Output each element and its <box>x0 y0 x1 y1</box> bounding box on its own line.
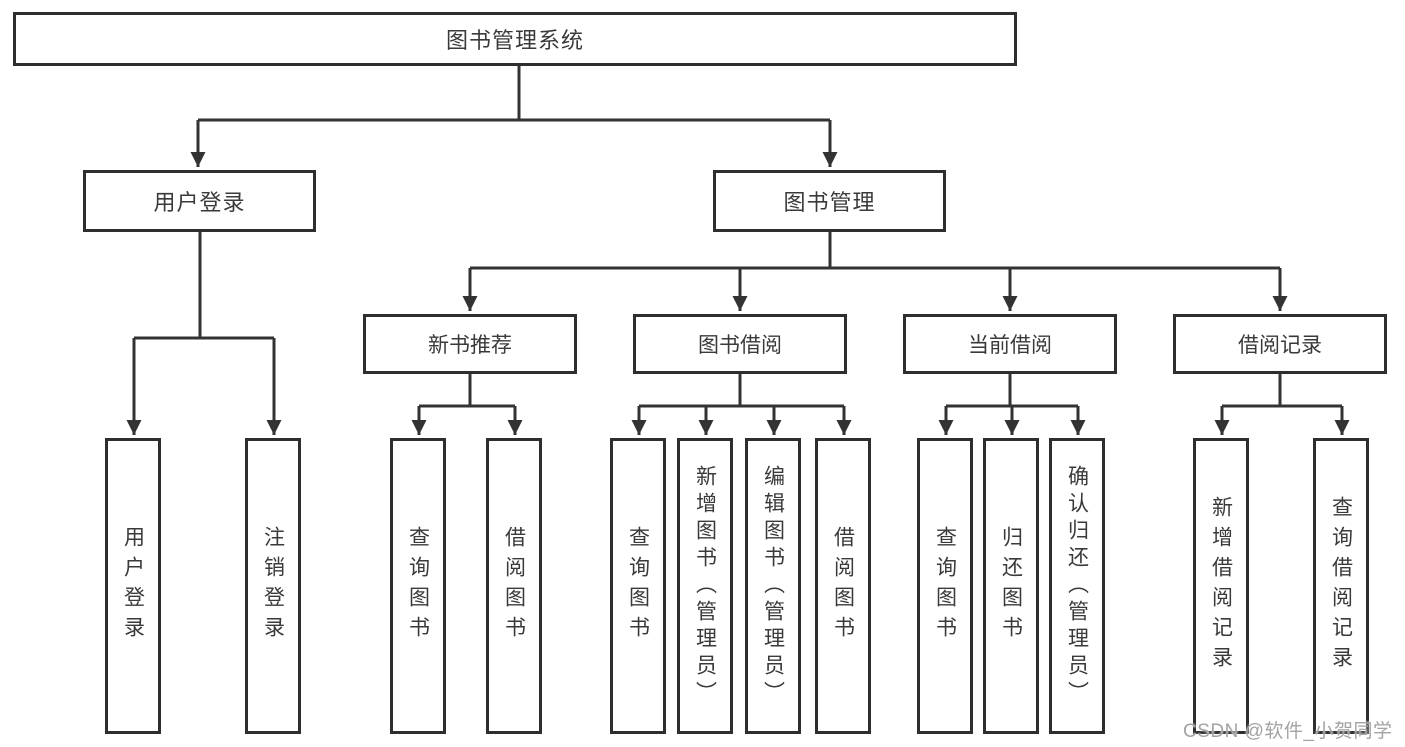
csdn-watermark: CSDN @软件_小贺同学 <box>1183 721 1393 742</box>
leaf-user-login: 用户登录 <box>105 438 161 734</box>
leaf-borrow-query-books: 查询图书 <box>610 438 666 734</box>
node-current-borrow: 当前借阅 <box>903 314 1117 374</box>
node-root-library-system: 图书管理系统 <box>13 12 1017 66</box>
leaf-logout: 注销登录 <box>245 438 301 734</box>
leaf-edit-books-admin: 编辑图书（管理员） <box>745 438 801 734</box>
leaf-current-query-books: 查询图书 <box>917 438 973 734</box>
node-user-login: 用户登录 <box>83 170 316 232</box>
leaf-recommend-borrow-books: 借阅图书 <box>486 438 542 734</box>
leaf-borrow-books: 借阅图书 <box>815 438 871 734</box>
leaf-return-books: 归还图书 <box>983 438 1039 734</box>
leaf-confirm-return-admin: 确认归还（管理员） <box>1049 438 1105 734</box>
leaf-add-books-admin: 新增图书（管理员） <box>677 438 733 734</box>
node-borrow-records: 借阅记录 <box>1173 314 1387 374</box>
node-book-management: 图书管理 <box>713 170 946 232</box>
node-book-borrow: 图书借阅 <box>633 314 847 374</box>
leaf-recommend-query-books: 查询图书 <box>390 438 446 734</box>
leaf-query-borrow-record: 查询借阅记录 <box>1313 438 1369 734</box>
leaf-add-borrow-record: 新增借阅记录 <box>1193 438 1249 734</box>
node-new-book-recommend: 新书推荐 <box>363 314 577 374</box>
